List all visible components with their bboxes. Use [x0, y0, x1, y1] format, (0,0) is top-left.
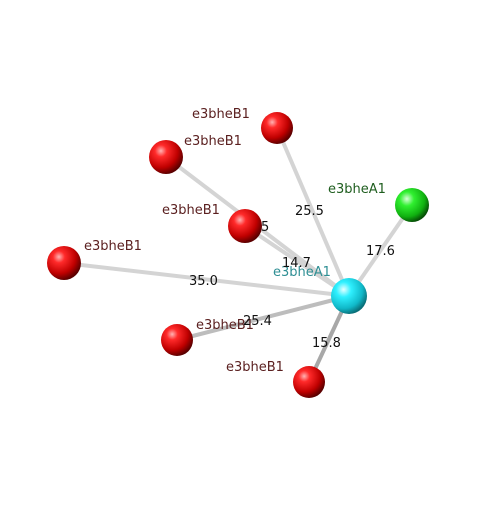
distance-b1-lower-left: 25.4 [243, 314, 272, 329]
bond-b1-left [63, 261, 350, 298]
distance-labels: 25.5 5 14.7 35.0 25.4 15.8 17.6 [189, 204, 395, 351]
bonds [63, 127, 414, 383]
label-b1-bottom: e3bheB1 [226, 360, 284, 375]
atom-a1-center[interactable] [331, 278, 367, 314]
distance-b1-middle: 14.7 [282, 256, 311, 271]
bond-b1-lower-left [176, 294, 350, 342]
distance-fragment: 5 [261, 220, 269, 235]
atom-b1-lower-left[interactable] [161, 324, 193, 356]
distance-a1-right: 17.6 [366, 244, 395, 259]
atom-a1-right[interactable] [395, 188, 429, 222]
label-b1-upper-left: e3bheB1 [184, 134, 242, 149]
bond-b1-middle [243, 224, 351, 298]
atom-b1-bottom[interactable] [293, 366, 325, 398]
atom-b1-upper-left[interactable] [149, 140, 183, 174]
distance-b1-top: 25.5 [295, 204, 324, 219]
label-a1-right: e3bheA1 [328, 182, 386, 197]
label-b1-top: e3bheB1 [192, 107, 250, 122]
label-b1-middle: e3bheB1 [162, 203, 220, 218]
distance-b1-bottom: 15.8 [312, 336, 341, 351]
atom-b1-left[interactable] [47, 246, 81, 280]
distance-b1-left: 35.0 [189, 274, 218, 289]
label-a1-center: e3bheA1 [273, 265, 331, 280]
bond-a1-right [347, 203, 414, 298]
atom-labels: e3bheB1 e3bheB1 e3bheB1 e3bheB1 e3bheB1 … [84, 107, 386, 375]
label-b1-lower-left: e3bheB1 [196, 318, 254, 333]
label-b1-left: e3bheB1 [84, 239, 142, 254]
bond-b1-top [275, 127, 351, 297]
atom-b1-top[interactable] [261, 112, 293, 144]
atoms [47, 112, 429, 398]
atom-b1-middle[interactable] [228, 209, 262, 243]
